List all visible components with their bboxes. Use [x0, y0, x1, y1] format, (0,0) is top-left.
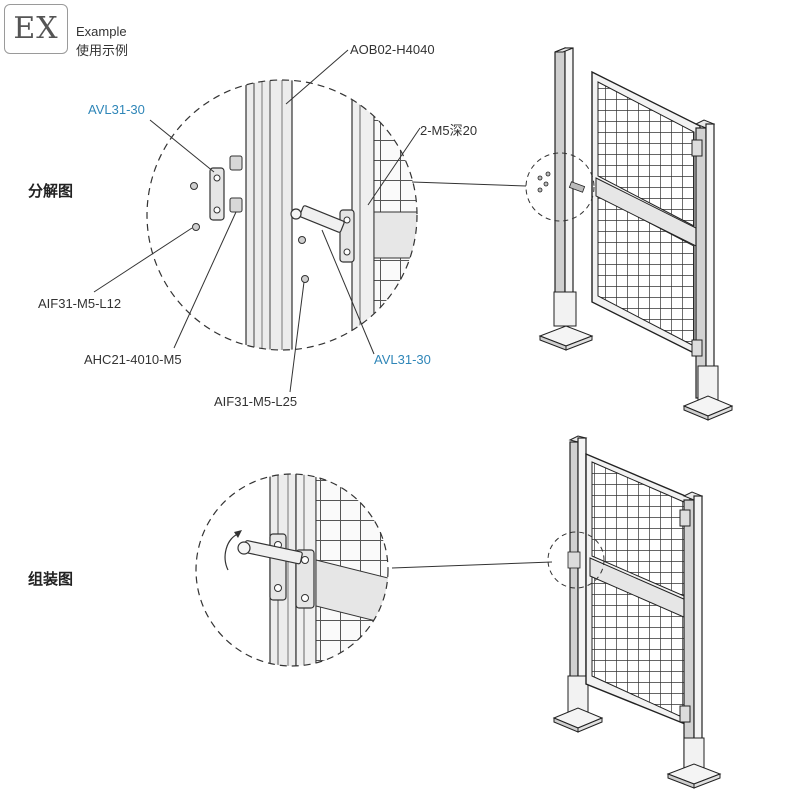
assembled-view-label: 组装图: [28, 571, 74, 588]
assembled-detail-circle: [195, 473, 389, 667]
ex-badge: EX: [4, 4, 68, 54]
ex-badge-text: EX: [13, 11, 59, 46]
exploded-view-label: 分解图: [28, 183, 74, 200]
example-label-en: Example: [76, 24, 127, 39]
label-m5-depth: 2-M5深20: [420, 123, 478, 138]
label-aif31-l12: AIF31-M5-L12: [38, 296, 122, 311]
label-aif31-l25: AIF31-M5-L25: [214, 394, 298, 409]
label-ahc21: AHC21-4010-M5: [84, 352, 182, 367]
assembled-leader-line: [391, 561, 553, 569]
label-avl31-top: AVL31-30: [88, 102, 145, 117]
assembled-gate-drawing: [547, 435, 722, 789]
label-aob02: AOB02-H4040: [350, 42, 435, 57]
exploded-detail-circle: [146, 79, 418, 351]
label-avl31-bottom: AVL31-30: [374, 352, 431, 367]
example-label-cn: 使用示例: [76, 43, 129, 58]
exploded-gate-drawing: [525, 47, 734, 421]
exploded-leader-lines: [93, 49, 527, 393]
